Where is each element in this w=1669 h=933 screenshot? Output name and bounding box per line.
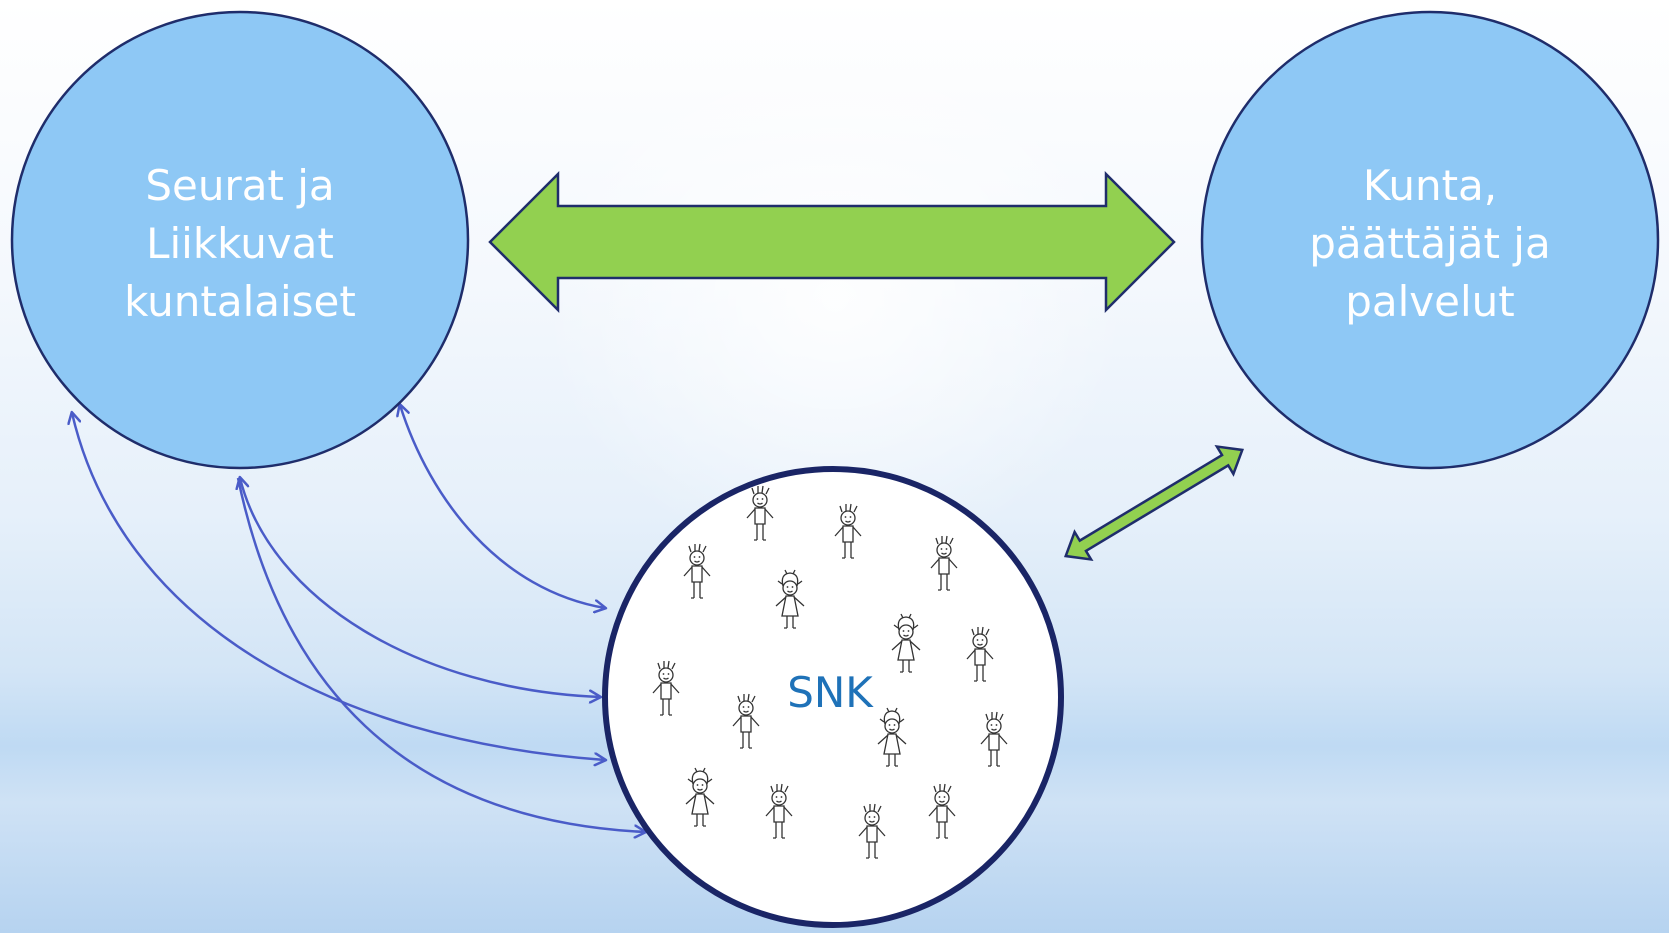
node-left-label: Seurat ja Liikkuvat kuntalaiset xyxy=(124,161,356,326)
node-center-label: SNK xyxy=(787,668,873,717)
node-left-circle xyxy=(10,10,470,470)
small-double-arrow xyxy=(1063,444,1245,562)
main-double-arrow xyxy=(488,170,1176,314)
curved-arrow-4 xyxy=(236,477,645,832)
node-right-circle xyxy=(1200,10,1660,470)
curved-arrow-3 xyxy=(72,413,605,760)
curved-arrow-1 xyxy=(400,405,605,608)
curved-arrow-2 xyxy=(240,478,600,697)
curved-arrows xyxy=(72,405,645,832)
node-right-label: Kunta, päättäjät ja palvelut xyxy=(1309,161,1551,326)
